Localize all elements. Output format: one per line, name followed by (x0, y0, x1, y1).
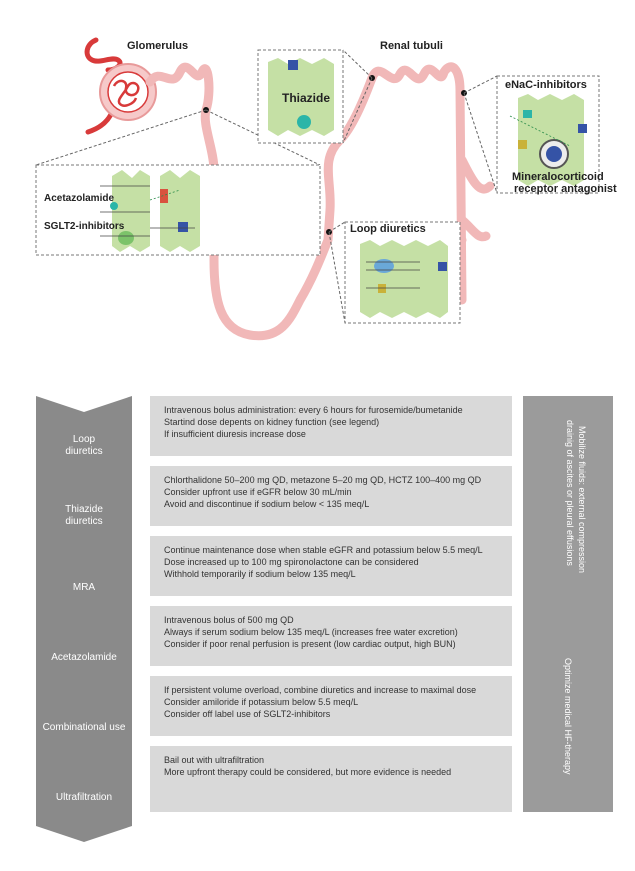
row-content-1: Intravenous bolus administration: every … (150, 396, 512, 456)
row-label-text: MRA (72, 582, 96, 593)
row-line: Consider if poor renal perfusion is pres… (164, 639, 456, 649)
nephron-diagram: Glomerulus Renal tubuli Thiazide eNaC-in… (0, 0, 635, 380)
thiazide-label: Thiazide (282, 91, 331, 105)
glomerulus-label: Glomerulus (127, 40, 189, 52)
renal-tubuli-label: Renal tubuli (380, 40, 443, 52)
row-label-5: Combinational use (36, 722, 132, 734)
chevron-shape-6 (36, 746, 132, 842)
row-line: Avoid and discontinue if sodium below < … (164, 499, 370, 509)
row-label-text: diuretics (65, 516, 103, 527)
row-line: Startind dose depents on kidney function… (164, 417, 380, 427)
acetazolamide-label: Acetazolamide (44, 193, 115, 204)
loop-diuretics-label: Loop diuretics (350, 223, 426, 235)
chevron-shape-5 (36, 676, 132, 764)
row-line: Intravenous bolus administration: every … (164, 405, 463, 415)
side-panel: Mobilize fluids: external compression dr… (523, 396, 613, 812)
row-line: More upfront therapy could be considered… (164, 767, 452, 777)
row-line: If insufficient diuresis increase dose (164, 429, 306, 439)
chevron-arrow-2 (36, 466, 132, 554)
side-text-top-line2: drainig of ascites or pleural effusions (565, 420, 575, 566)
row-line: Consider amiloride if potassium below 5.… (164, 697, 359, 707)
chevron-shape-1 (36, 396, 132, 484)
row-line: Always if serum sodium below 135 meq/L (… (164, 627, 458, 637)
row-line: Dose increased up to 100 mg spironolacto… (164, 557, 419, 567)
mra-label-line1: Mineralocorticoid (512, 171, 604, 183)
side-text-top-line1: Mobilize fluids: external compression (577, 426, 587, 574)
chevron-arrow-4 (36, 606, 132, 694)
row-line: Intravenous bolus of 500 mg QD (164, 615, 294, 625)
side-text-bottom: Optimize medical HF-therapy (563, 658, 573, 775)
row-line: Bail out with ultrafiltration (164, 755, 265, 765)
row-label-4: Acetazolamide (36, 652, 132, 664)
chevron-arrow-6 (36, 746, 132, 842)
chevron-shape-2 (36, 466, 132, 554)
row-label-6: Ultrafiltration (36, 792, 132, 804)
row-label-text: Thiazide (65, 504, 103, 515)
row-line: If persistent volume overload, combine d… (164, 685, 477, 695)
row-label-text: Acetazolamide (51, 652, 117, 663)
row-label-text: Ultrafiltration (55, 792, 113, 803)
row-line: Continue maintenance dose when stable eG… (164, 545, 483, 555)
sglt2-inhibitors-label: SGLT2-inhibitors (44, 221, 125, 232)
row-content-4: Intravenous bolus of 500 mg QD Always if … (150, 606, 512, 666)
row-line: Withhold temporarily if sodium below 135… (164, 569, 356, 579)
chevron-shape-3 (36, 536, 132, 624)
chevron-arrow-5 (36, 676, 132, 764)
row-label-text: Loop (72, 434, 96, 445)
row-line: Consider off label use of SGLT2-inhibito… (164, 709, 331, 719)
row-label-text: diuretics (65, 446, 103, 457)
row-label-text: Combinational use (42, 722, 126, 733)
chevron-shape-4 (36, 606, 132, 694)
row-line: Chlorthalidone 50–200 mg QD, metazone 5–… (164, 475, 482, 485)
mra-label-line2: receptor antagonist (514, 183, 617, 195)
chevron-arrow-1 (36, 396, 132, 484)
enac-inhibitors-label: eNaC-inhibitors (505, 79, 587, 91)
chevron-arrow-3 (36, 536, 132, 624)
row-line: Consider upfront use if eGFR below 30 mL… (164, 487, 352, 497)
row-content-5: If persistent volume overload, combine d… (150, 676, 512, 736)
row-content-2: Chlorthalidone 50–200 mg QD, metazone 5–… (150, 466, 512, 526)
row-content-3: Continue maintenance dose when stable eG… (150, 536, 512, 596)
nephron-illustration (35, 37, 600, 341)
row-label-3: MRA (36, 582, 132, 594)
